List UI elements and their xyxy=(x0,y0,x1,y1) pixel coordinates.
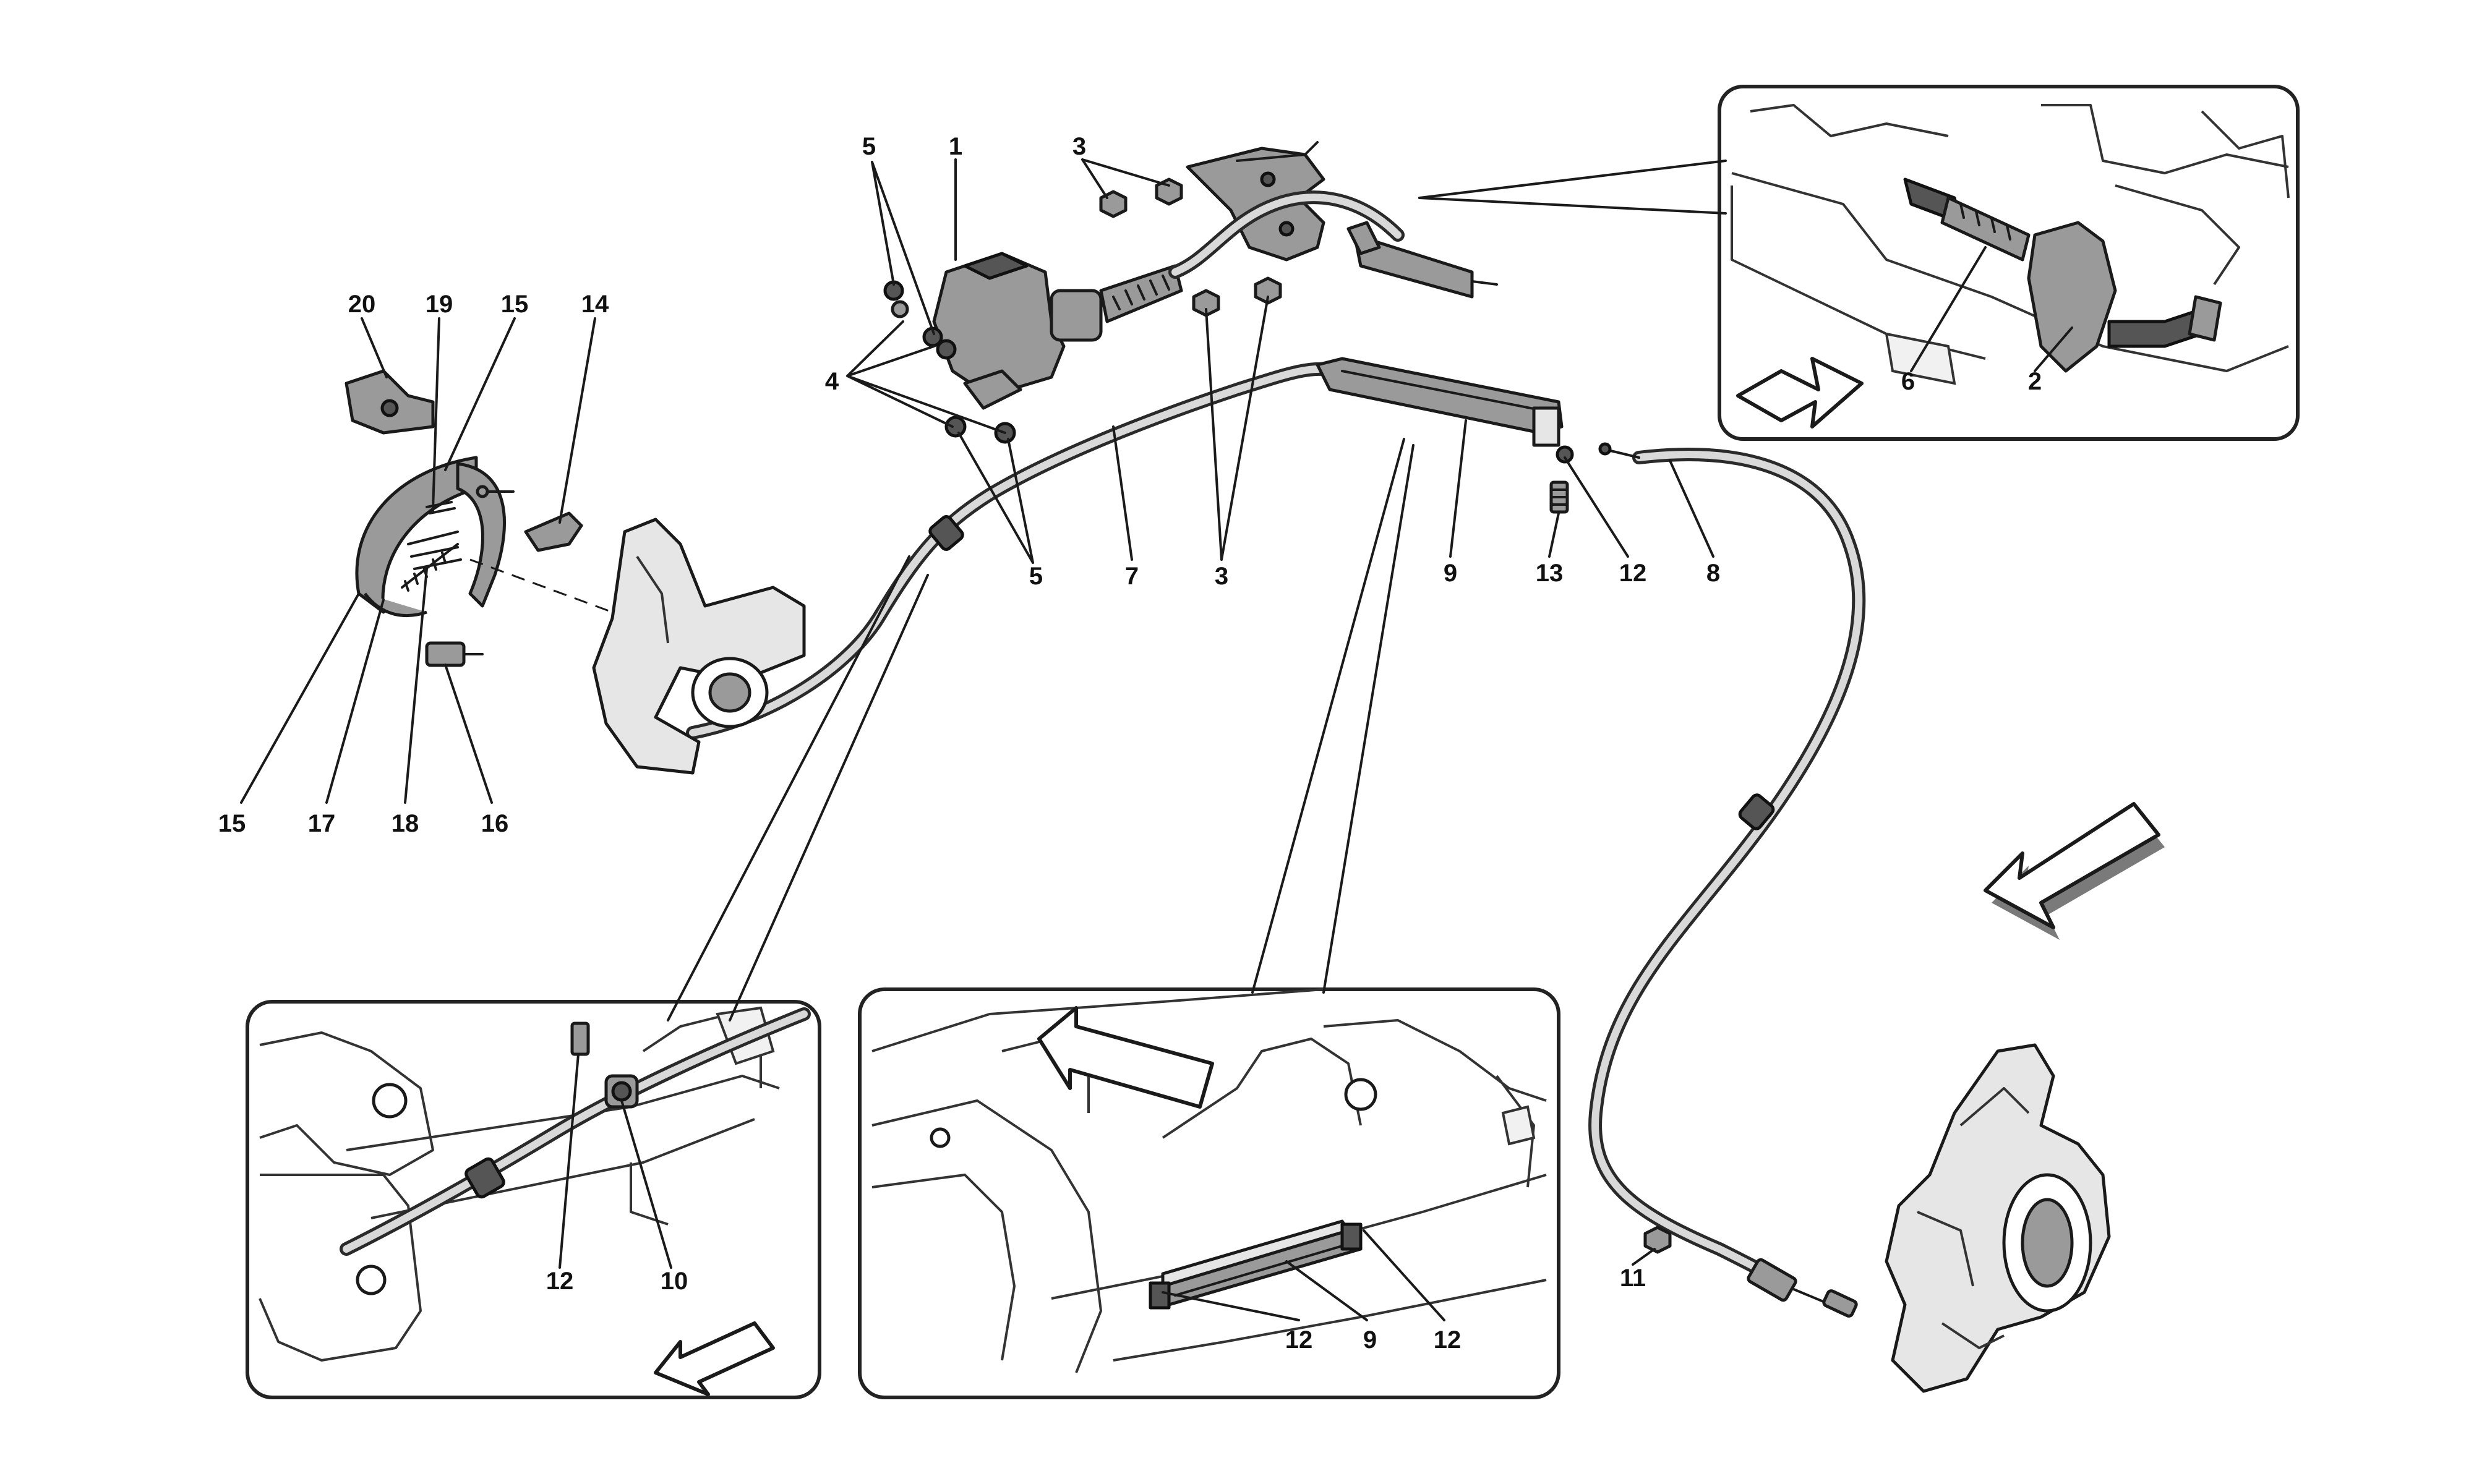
callout-3-lower: 3 xyxy=(1215,563,1228,590)
screws-4-5 xyxy=(883,280,1016,444)
callout-12-center-left: 12 xyxy=(1285,1326,1313,1354)
callout-12-center-right: 12 xyxy=(1434,1326,1462,1354)
callout-13: 13 xyxy=(1536,560,1564,587)
callout-15-bottom: 15 xyxy=(218,810,246,837)
callout-17: 17 xyxy=(308,810,336,837)
spring-18 xyxy=(401,543,459,592)
spring-19 xyxy=(426,501,456,514)
stud-13 xyxy=(1549,480,1569,514)
callout-9-top: 9 xyxy=(1444,560,1457,587)
inset-actuator-detail xyxy=(1718,85,2300,441)
brake-shoes-15 xyxy=(355,456,506,618)
callout-4: 4 xyxy=(825,368,839,395)
upright-hub-left xyxy=(592,518,806,775)
leader-inset-top-2 xyxy=(1418,197,1727,215)
actuator-mounting-bracket xyxy=(1168,141,1498,299)
callout-11: 11 xyxy=(1620,1264,1646,1292)
callout-3-top: 3 xyxy=(1072,133,1086,160)
leader-inset-center-1 xyxy=(1251,438,1405,994)
leader-inset-top-1 xyxy=(1418,160,1727,199)
adjuster-14 xyxy=(476,485,583,552)
inset-cable-clip-detail xyxy=(246,1000,821,1399)
callout-1: 1 xyxy=(949,133,962,160)
callout-16: 16 xyxy=(481,810,509,837)
callout-9-inset: 9 xyxy=(1363,1326,1377,1354)
callout-7: 7 xyxy=(1125,563,1139,590)
leader-inset-left-1 xyxy=(667,555,910,1021)
callout-12-top: 12 xyxy=(1619,560,1647,587)
pin-16 xyxy=(425,641,484,667)
callout-18: 18 xyxy=(392,810,419,837)
callout-10: 10 xyxy=(661,1268,688,1295)
assembly-axis-line xyxy=(469,558,613,613)
callout-8: 8 xyxy=(1706,560,1720,587)
cable-equalizer-9 xyxy=(1316,357,1574,464)
inset-equalizer-detail xyxy=(858,987,1560,1399)
callout-20: 20 xyxy=(348,291,376,318)
parking-brake-cable-7 xyxy=(686,362,1343,740)
lever-20 xyxy=(345,369,435,435)
parking-brake-cable-8 xyxy=(1588,442,1866,1318)
callout-14: 14 xyxy=(581,291,609,318)
callout-5-lower: 5 xyxy=(1029,563,1043,590)
callout-labels: 1 2 3 3 4 5 5 6 7 8 9 9 10 11 12 12 12 1… xyxy=(218,133,2042,1354)
upright-hub-right xyxy=(1885,1043,2111,1393)
callout-5-top: 5 xyxy=(862,133,876,160)
nut-3-lower xyxy=(1192,276,1282,317)
forward-direction-arrow xyxy=(1984,802,2165,940)
nut-11 xyxy=(1643,1226,1672,1254)
leader-inset-center-2 xyxy=(1322,444,1415,994)
parking-brake-actuator-1 xyxy=(932,252,1183,410)
callout-6: 6 xyxy=(1901,368,1915,395)
leader-inset-left-2 xyxy=(729,574,929,1021)
callout-19: 19 xyxy=(426,291,453,318)
callout-15-top: 15 xyxy=(501,291,529,318)
callout-2: 2 xyxy=(2028,368,2042,395)
callout-12-left-inset: 12 xyxy=(546,1268,574,1295)
callout-leaders xyxy=(240,158,2073,1321)
